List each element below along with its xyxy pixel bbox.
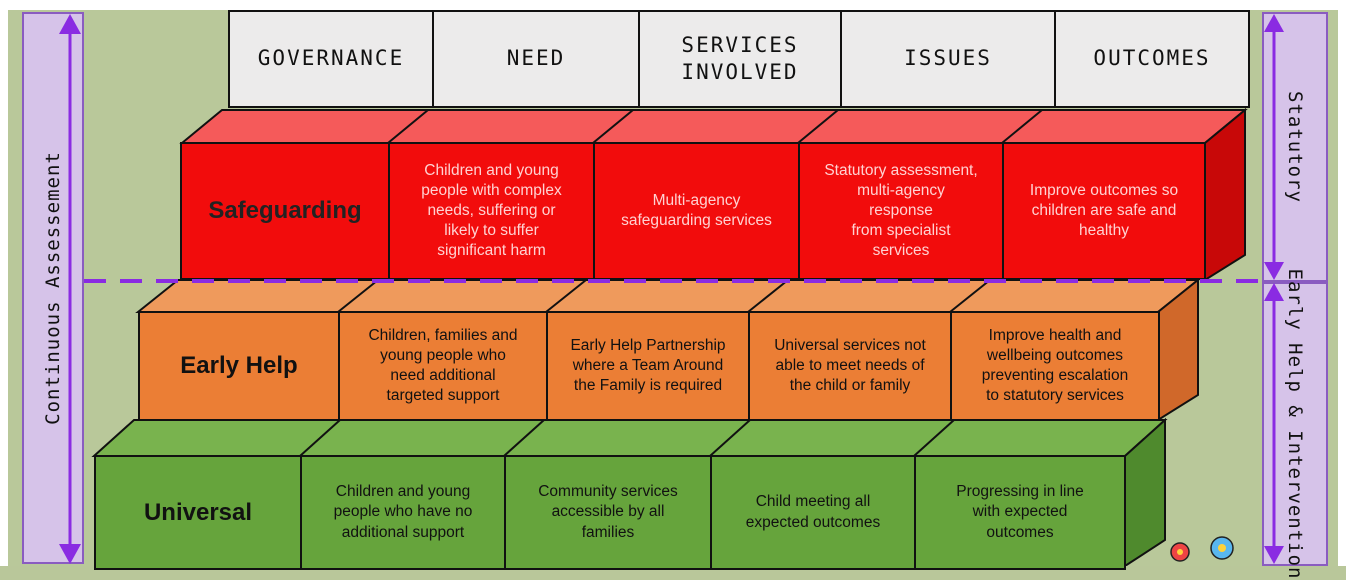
safeguarding-services: Multi-agency safeguarding services	[593, 142, 800, 280]
block-shading	[91, 107, 1248, 566]
continuous-assessment-arrow	[59, 14, 81, 564]
early-help-intervention-arrow	[1264, 283, 1284, 564]
universal-issues: Child meeting all expected outcomes	[710, 455, 916, 570]
safeguarding-label: Safeguarding	[180, 142, 390, 280]
early-help-issues: Universal services not able to meet need…	[748, 311, 952, 421]
universal-outcomes: Progressing in line with expected outcom…	[914, 455, 1126, 570]
header-services-involved: SERVICES INVOLVED	[638, 10, 842, 108]
early-help-label: Early Help	[138, 311, 340, 421]
universal-services: Community services accessible by all fam…	[504, 455, 712, 570]
header-governance: GOVERNANCE	[228, 10, 434, 108]
safeguarding-issues: Statutory assessment, multi-agency respo…	[798, 142, 1004, 280]
early-help-outcomes: Improve health and wellbeing outcomes pr…	[950, 311, 1160, 421]
safeguarding-need: Children and young people with complex n…	[388, 142, 595, 280]
early-help-need: Children, families and young people who …	[338, 311, 548, 421]
flower-decoration	[1170, 536, 1234, 562]
arrows-overlay	[59, 14, 1284, 564]
universal-label: Universal	[94, 455, 302, 570]
header-outcomes: OUTCOMES	[1054, 10, 1250, 108]
statutory-arrow	[1264, 14, 1284, 280]
continuous-assessment-panel: Continuous Assessement	[22, 12, 84, 564]
universal-need: Children and young people who have no ad…	[300, 455, 506, 570]
header-issues: ISSUES	[840, 10, 1056, 108]
